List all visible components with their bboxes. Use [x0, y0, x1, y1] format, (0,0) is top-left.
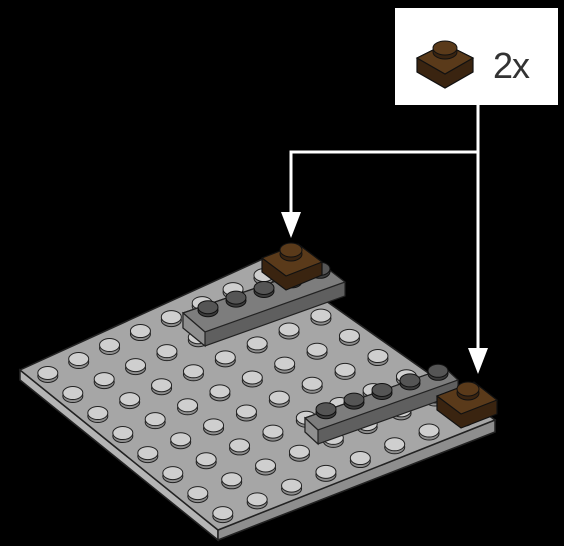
- baseplate-stud: [241, 370, 263, 388]
- baseplate-stud: [221, 472, 243, 490]
- dark-plate-front-end: [304, 416, 319, 446]
- parts-callout: 2x: [395, 8, 558, 105]
- baseplate-stud: [384, 437, 406, 455]
- dark-plate-back-end: [182, 311, 206, 348]
- baseplate-stud: [334, 362, 356, 380]
- dark-plate-stud: [315, 402, 337, 420]
- dark-plate-stud: [427, 363, 449, 381]
- baseplate-stud: [235, 404, 257, 422]
- baseplate-stud: [268, 390, 290, 408]
- baseplate-stud: [203, 418, 225, 436]
- baseplate-stud: [278, 322, 300, 340]
- brown-1x1-plate-icon: [415, 40, 475, 89]
- baseplate-stud: [288, 444, 310, 462]
- baseplate-stud: [187, 486, 209, 504]
- baseplate-stud: [418, 423, 440, 441]
- baseplate-stud: [262, 424, 284, 442]
- baseplate-stud: [195, 452, 217, 470]
- baseplate-stud: [315, 464, 337, 482]
- brown-plate-top-stud-cap: [279, 242, 303, 258]
- dark-plate-front-studs: [315, 363, 449, 420]
- dark-plate-stud: [253, 281, 275, 298]
- arrow-head-left: [281, 212, 301, 238]
- baseplate-stud: [112, 426, 134, 444]
- baseplate-stud: [162, 466, 184, 484]
- dark-plate-front: [303, 363, 460, 446]
- new-brown-plate-top: [260, 242, 324, 291]
- new-brown-plate-right: [435, 381, 499, 429]
- arrow-head-right: [468, 348, 488, 374]
- baseplate-stud: [37, 366, 59, 384]
- baseplate-stud: [129, 324, 151, 342]
- baseplate-stud: [246, 492, 268, 510]
- dark-plate-stud: [197, 300, 219, 318]
- callout-arrows: [289, 105, 480, 350]
- baseplate-stud: [144, 412, 166, 430]
- baseplate-stud: [182, 364, 204, 382]
- baseplate-stud: [338, 328, 360, 346]
- baseplate-stud: [170, 432, 192, 450]
- brown-plate-right-stud-cap: [456, 381, 480, 397]
- baseplate-stud: [177, 398, 199, 416]
- baseplate-stud: [310, 308, 332, 326]
- baseplate-stud: [281, 478, 303, 496]
- baseplate: [18, 257, 497, 542]
- dark-plate-stud: [371, 383, 393, 400]
- baseplate-stud: [156, 344, 178, 362]
- quantity-label: 2x: [493, 45, 530, 86]
- baseplate-stud: [214, 350, 236, 368]
- baseplate-stud: [151, 378, 173, 396]
- baseplate-stud: [93, 372, 115, 390]
- baseplate-stud: [68, 352, 90, 370]
- dark-plate-stud: [343, 392, 365, 410]
- baseplate-stud: [160, 310, 182, 328]
- baseplate-stud: [87, 406, 109, 424]
- baseplate-stud: [301, 376, 323, 394]
- baseplate-stud: [125, 358, 147, 376]
- baseplate-stud: [367, 349, 389, 367]
- baseplate-stud: [349, 451, 371, 469]
- baseplate-stud: [246, 336, 268, 354]
- baseplate-stud: [306, 342, 328, 360]
- baseplate-stud: [212, 506, 234, 524]
- baseplate-stud: [229, 438, 251, 456]
- arrow-line-left: [289, 150, 478, 215]
- baseplate-stud: [255, 458, 277, 476]
- baseplate-stud: [274, 356, 296, 374]
- baseplate-stud: [119, 392, 141, 410]
- baseplate-stud: [99, 338, 121, 356]
- dark-plate-stud: [225, 290, 247, 308]
- baseplate-stud: [62, 386, 84, 404]
- baseplate-stud: [137, 446, 159, 464]
- dark-plate-stud: [399, 373, 421, 391]
- baseplate-stud: [209, 384, 231, 402]
